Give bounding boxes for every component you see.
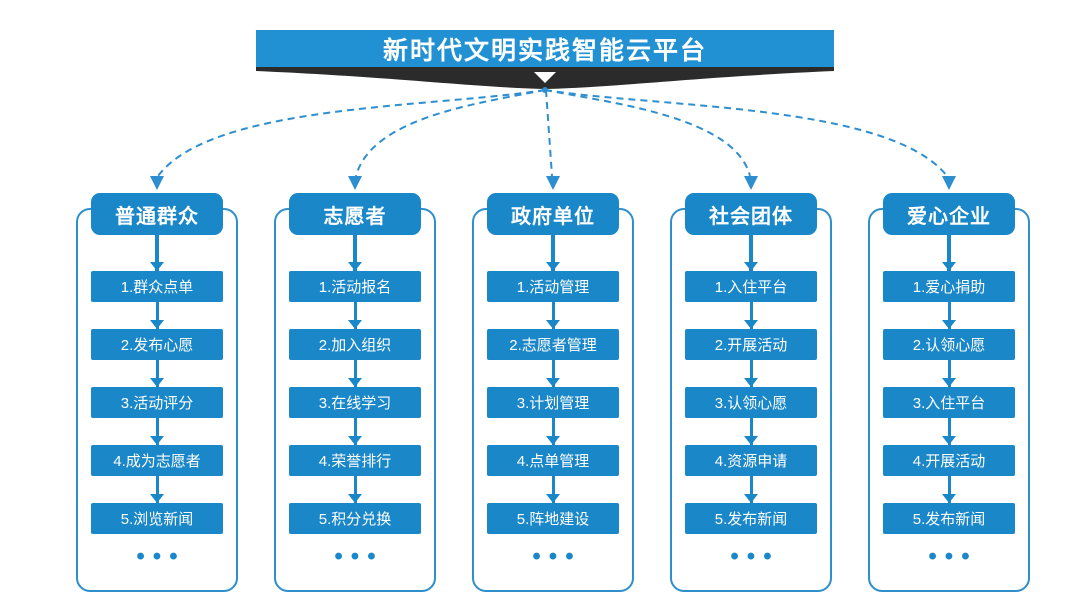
down-arrow-icon — [947, 302, 951, 329]
down-arrow-icon — [749, 476, 753, 503]
column-header: 政府单位 — [487, 193, 619, 235]
column-general-public: 普通群众 1.群众点单 2.发布心愿 3.活动评分 4.成为志愿者 5.浏览新闻… — [75, 193, 239, 592]
arrowhead-icon — [546, 176, 560, 190]
step-box: 4.成为志愿者 — [91, 445, 223, 476]
step-box: 2.志愿者管理 — [487, 329, 619, 360]
step-box: 2.认领心愿 — [883, 329, 1015, 360]
down-arrow-icon — [155, 302, 159, 329]
step-box: 3.入住平台 — [883, 387, 1015, 418]
down-arrow-icon — [749, 235, 753, 271]
column-volunteers: 志愿者 1.活动报名 2.加入组织 3.在线学习 4.荣誉排行 5.积分兑换 •… — [273, 193, 437, 592]
step-box: 3.计划管理 — [487, 387, 619, 418]
ellipsis-dots: ••• — [730, 543, 780, 570]
step-box: 4.点单管理 — [487, 445, 619, 476]
down-arrow-icon — [353, 302, 357, 329]
column-header: 普通群众 — [91, 193, 223, 235]
step-box: 4.开展活动 — [883, 445, 1015, 476]
ellipsis-dots: ••• — [334, 543, 384, 570]
column-social-groups: 社会团体 1.入住平台 2.开展活动 3.认领心愿 4.资源申请 5.发布新闻 … — [669, 193, 833, 592]
down-arrow-icon — [353, 235, 357, 271]
arrowhead-icon — [348, 176, 362, 190]
down-arrow-icon — [551, 360, 555, 387]
down-arrow-icon — [551, 235, 555, 271]
down-arrow-icon — [947, 360, 951, 387]
down-triangle-icon — [534, 72, 556, 83]
column-header: 志愿者 — [289, 193, 421, 235]
down-arrow-icon — [947, 418, 951, 445]
step-box: 3.认领心愿 — [685, 387, 817, 418]
column-government-units: 政府单位 1.活动管理 2.志愿者管理 3.计划管理 4.点单管理 5.阵地建设… — [471, 193, 635, 592]
down-arrow-icon — [551, 418, 555, 445]
step-box: 1.群众点单 — [91, 271, 223, 302]
ellipsis-dots: ••• — [928, 543, 978, 570]
step-box: 5.阵地建设 — [487, 503, 619, 534]
down-arrow-icon — [551, 476, 555, 503]
down-arrow-icon — [155, 360, 159, 387]
step-box: 5.浏览新闻 — [91, 503, 223, 534]
down-arrow-icon — [353, 476, 357, 503]
step-box: 2.开展活动 — [685, 329, 817, 360]
step-box: 3.活动评分 — [91, 387, 223, 418]
column-header: 社会团体 — [685, 193, 817, 235]
step-box: 1.入住平台 — [685, 271, 817, 302]
step-box: 2.发布心愿 — [91, 329, 223, 360]
page-title: 新时代文明实践智能云平台 — [382, 36, 707, 65]
down-arrow-icon — [155, 476, 159, 503]
arrowhead-icon — [942, 176, 956, 190]
down-arrow-icon — [353, 418, 357, 445]
down-arrow-icon — [155, 418, 159, 445]
step-box: 1.活动报名 — [289, 271, 421, 302]
step-box: 5.发布新闻 — [883, 503, 1015, 534]
step-box: 3.在线学习 — [289, 387, 421, 418]
down-arrow-icon — [947, 476, 951, 503]
step-box: 4.资源申请 — [685, 445, 817, 476]
down-arrow-icon — [749, 302, 753, 329]
platform-title-banner: 新时代文明实践智能云平台 — [256, 30, 834, 67]
down-arrow-icon — [749, 418, 753, 445]
column-charity-enterprises: 爱心企业 1.爱心捐助 2.认领心愿 3.入住平台 4.开展活动 5.发布新闻 … — [867, 193, 1031, 592]
ellipsis-dots: ••• — [532, 543, 582, 570]
step-box: 1.爱心捐助 — [883, 271, 1015, 302]
down-arrow-icon — [749, 360, 753, 387]
step-box: 5.积分兑换 — [289, 503, 421, 534]
step-box: 1.活动管理 — [487, 271, 619, 302]
down-arrow-icon — [947, 235, 951, 271]
down-arrow-icon — [155, 235, 159, 271]
step-box: 4.荣誉排行 — [289, 445, 421, 476]
ellipsis-dots: ••• — [136, 543, 186, 570]
down-arrow-icon — [551, 302, 555, 329]
step-box: 5.发布新闻 — [685, 503, 817, 534]
arrowhead-icon — [150, 176, 164, 190]
column-header: 爱心企业 — [883, 193, 1015, 235]
step-box: 2.加入组织 — [289, 329, 421, 360]
arrowhead-icon — [744, 176, 758, 190]
down-arrow-icon — [353, 360, 357, 387]
ribbon-fold-icon — [256, 67, 834, 89]
